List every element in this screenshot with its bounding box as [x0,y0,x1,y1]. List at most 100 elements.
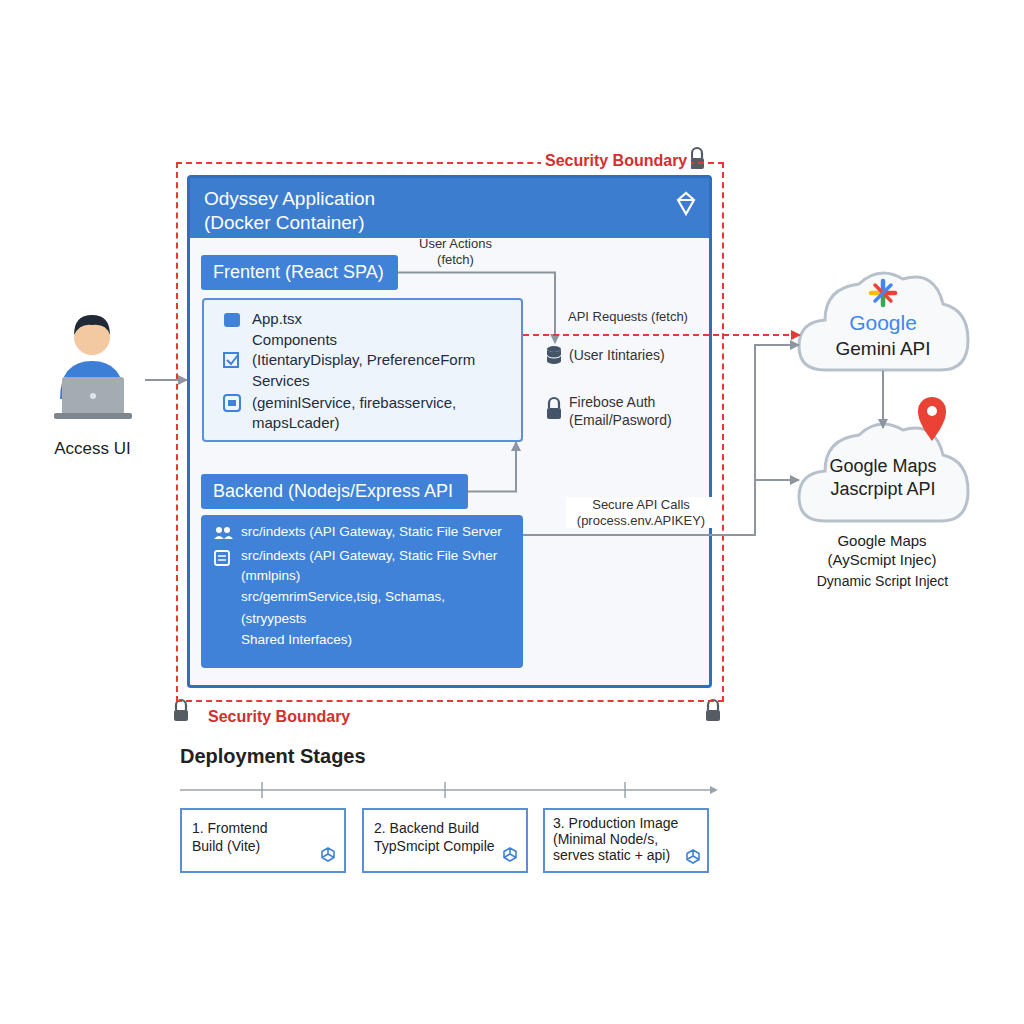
text-slot: Google Maps (AyScmipt Injec) [812,532,952,570]
db-icon [547,346,561,352]
app-icon [678,193,694,214]
people-icon [224,527,230,533]
text-slot: Secure API Calls (process.env.APIKEY) [566,497,716,528]
user-hair [74,315,110,335]
text-slot: Services [252,372,310,390]
timeline [180,782,718,798]
section-title: Frentent (React SPA) [213,262,384,284]
brand-name: Google [795,310,971,335]
module-text: src/indexts (API Gateway, Static File Se… [241,524,502,540]
text-slot: (ItientaryDisplay, PreferenceForm [252,351,475,369]
text-slot: Dynamic Script Inject [785,573,980,590]
db-icon [547,355,561,358]
service-name: Google Maps Jascrpipt API [818,455,948,500]
section-title: Backend (Nodejs/Express API [213,481,453,503]
section-heading: Deployment Stages [180,744,366,768]
stage-icon [322,848,334,861]
cloud-shape [799,424,968,521]
lock-icon [690,148,704,169]
doc-icon [218,556,226,560]
connector-arrow [398,273,555,344]
map-pin [927,406,937,416]
stage-box: 1. Fromtend Build (Vite) [180,808,346,873]
connector-arrow [882,371,884,428]
caption-text: Google Maps (AyScmipt Injec) [812,532,952,570]
caption-text: Dynamic Script Inject [785,573,980,590]
text-slot: Security Boundary [541,151,691,170]
text-slot: src/indexts (API Gateway, Static File Se… [241,524,502,540]
stage-icon [504,848,516,861]
stage-label: 2. Backend Build TypSmcipt Compile [374,820,509,855]
text-slot: API Requests (fetch) [568,309,688,325]
connector-arrow [145,379,187,381]
lock-body [174,710,188,721]
module-text: src/gemrimService,tsig, Schamas, [241,589,445,605]
gemini-logo [871,281,895,305]
module-text: App.tsx [252,310,302,328]
module-text: Services [252,372,310,390]
boundary-label: Security Boundary [541,151,691,170]
lock-icon [174,700,188,721]
timeline-tick [261,782,263,798]
text-slot: App.tsx [252,310,302,328]
text-slot: Components [252,331,337,349]
module-text: (geminlService, firebasservice, mapsLcad… [252,393,510,432]
module-text: Components [252,331,337,349]
text-slot: src/gemrimService,tsig, Schamas, [241,589,445,605]
user-body [60,361,124,399]
stage-icon [687,850,699,863]
actor-label: Access UI [40,439,145,459]
auth-service: Firebose Auth (Email/Pasword) [545,390,705,436]
text-slot: Gemini API [795,338,971,361]
service-icon [224,395,240,411]
user-actor: Access UI [40,305,145,465]
service-icon [228,400,236,406]
edge-label: User Actions (fetch) [413,236,498,267]
store-label: (User Itintaries) [569,347,665,364]
laptop-base [54,413,132,419]
stage-label: 1. Fromtend Build (Vite) [192,820,297,855]
module-box: src/indexts (API Gateway, Static File Se… [201,515,523,668]
connector-arrow [468,442,516,492]
service-name: Gemini API [795,338,971,361]
stage-label: 3. Production Image (Minimal Node/s, ser… [553,815,691,863]
section-header: Frentent (React SPA) [201,255,398,290]
text-slot: Backend (Nodejs/Express API [213,481,453,503]
lock-icon [547,398,561,419]
user-head [74,319,110,355]
text-slot: Odyssey Application (Docker Container) [204,187,434,235]
stage-box: 3. Production Image (Minimal Node/s, ser… [543,808,709,873]
text-slot: Frentent (React SPA) [213,262,384,284]
laptop-logo [90,393,96,399]
text-slot: Google Maps Jascrpipt API [818,455,948,500]
text-slot: Access UI [40,439,145,459]
timeline-arrowhead [710,786,718,794]
container-title: Odyssey Application (Docker Container) [204,187,434,235]
file-icon [224,313,240,327]
module-text: src/indexts (API Gateway, Static File Sv… [241,548,497,564]
text-slot: Shared Interfaces) [241,632,352,648]
cloud-service: GoogleGemini API [795,262,971,380]
text-slot: 1. Fromtend Build (Vite) [192,820,297,855]
module-text: (stryypests [241,611,306,627]
connector-arrow [523,345,799,535]
text-slot: (mmlpins) [241,568,300,584]
text-slot: Google [795,310,971,335]
text-slot: (stryypests [241,611,306,627]
timeline-tick [444,782,446,798]
timeline-tick [624,782,626,798]
connector-arrow [523,334,800,336]
map-pin [918,397,946,441]
text-slot: Security Boundary [204,707,354,726]
people-icon [214,536,233,539]
lock-body [706,710,720,721]
laptop-screen [62,377,124,415]
text-slot: Firebose Auth (Email/Pasword) [569,393,699,429]
auth-label: Firebose Auth (Email/Pasword) [569,393,699,429]
text-slot: (User Itintaries) [569,347,665,364]
module-text: Shared Interfaces) [241,632,352,648]
edge-label: Secure API Calls (process.env.APIKEY) [566,497,716,528]
